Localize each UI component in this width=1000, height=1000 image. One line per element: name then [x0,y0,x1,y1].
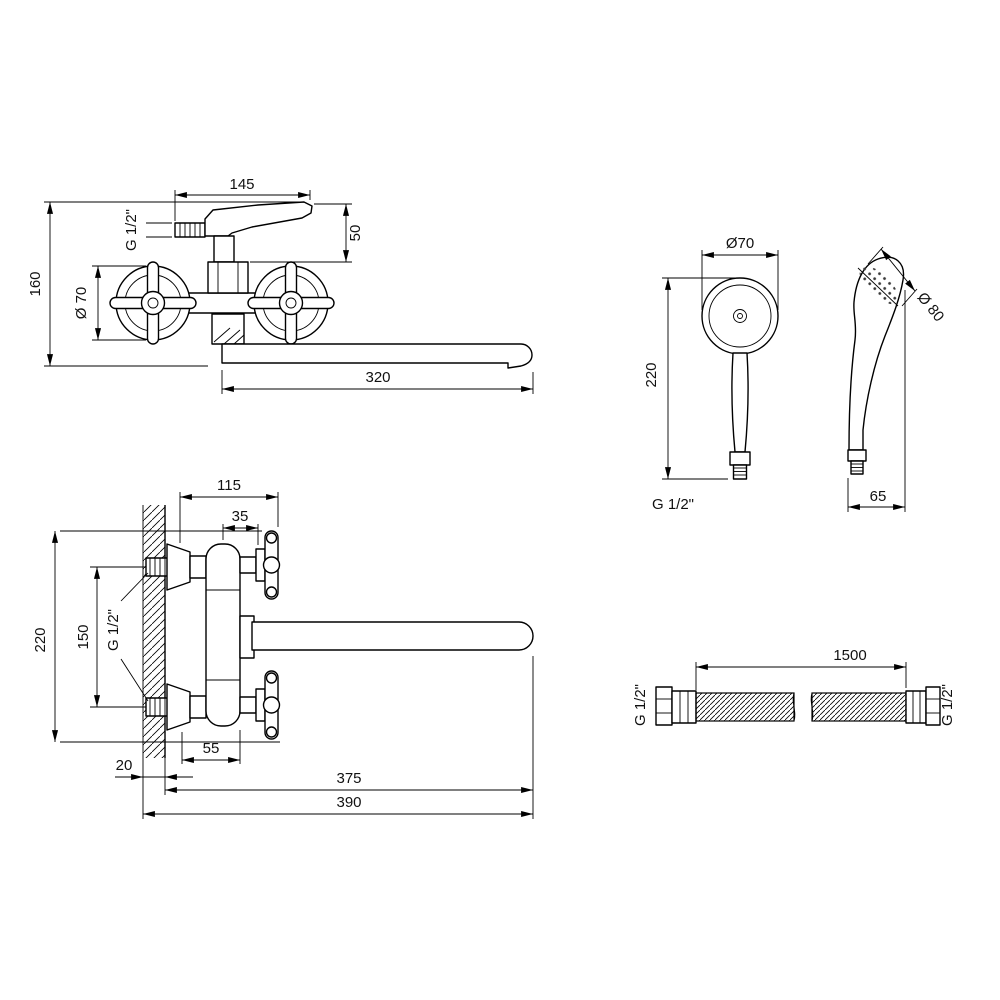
dim-label-1500: 1500 [833,647,866,664]
cross-handle-top-side [239,530,281,600]
dim-label-390: 390 [336,794,361,811]
dim-label-65: 65 [870,488,887,505]
mixer-body [207,261,249,294]
dim-label-20: 20 [116,757,133,774]
shower-wand [848,256,905,451]
handshower-side [847,256,905,475]
dim-hose-1500: 1500 [695,647,907,690]
dim-label-375: 375 [336,770,361,787]
cross-handle-left [109,261,197,345]
dim-label-d70-front: Ø 70 [73,287,90,320]
dim-label-g12-hose-right: G 1/2" [939,684,956,726]
dim-side-35: 35 [222,508,259,545]
spout-front [221,343,533,369]
spout-side [251,621,534,651]
escutcheon-bottom [166,683,191,731]
shower-neck [731,352,749,453]
dim-side-55: 55 [181,730,241,764]
faucet-side-view: 115 35 220 150 G 1/2" [32,477,534,819]
hose-segment-left [695,692,795,722]
dim-label-320: 320 [365,369,390,386]
wall-section [142,505,166,758]
handshower-view: Ø70 220 G 1/2" Ø 80 65 [643,235,947,513]
dim-side-150: 150 [75,566,146,708]
dim-shower-d70: Ø70 [701,235,779,310]
dim-side-375: 375 [165,656,534,819]
dim-front-d70: Ø 70 [73,265,146,341]
dim-label-150: 150 [75,624,92,649]
dim-label-g12-shower: G 1/2" [652,496,694,513]
dim-label-145: 145 [229,176,254,193]
escutcheon-top [166,543,191,591]
dim-label-g12-side: G 1/2" [105,609,122,651]
dim-side-220: 220 [32,530,280,743]
dim-side-390: 390 [143,794,533,818]
faucet-front-view: 145 G 1/2" 50 160 Ø 70 [27,176,534,394]
dim-label-d80: Ø 80 [914,289,948,325]
hose-fitting-right [905,686,941,726]
cross-handle-right [247,261,335,345]
dim-label-220-shower: 220 [643,362,660,387]
hose-view: 1500 G 1/2" G 1/2" [632,647,956,726]
dim-label-115: 115 [217,477,241,494]
dim-front-g12: G 1/2" [123,209,172,251]
dim-label-35: 35 [232,508,249,525]
dim-front-145: 145 [174,176,311,221]
dim-side-g12: G 1/2" [105,572,149,702]
hose-fitting-left [655,686,697,726]
dim-label-g12-front: G 1/2" [123,209,140,251]
dim-label-50: 50 [347,225,364,242]
dim-side-20: 20 [115,757,193,819]
cross-handle-bottom-side [239,670,281,740]
dim-label-220-side: 220 [32,627,49,652]
dim-label-160: 160 [27,271,44,296]
lever-handle [204,201,313,237]
dim-front-320: 320 [221,369,534,394]
valve-body-side [205,543,241,727]
dim-front-160: 160 [27,201,300,367]
hose-segment-right [811,692,907,722]
handshower-front [701,277,779,480]
dim-label-d70-shower: Ø70 [726,235,754,252]
dim-shower-220: 220 [643,277,735,480]
dim-label-g12-hose-left: G 1/2" [632,684,649,726]
dim-front-50: 50 [250,203,364,263]
dim-label-55: 55 [203,740,220,757]
dim-shower-65: 65 [847,290,906,512]
dim-side-115: 115 [179,477,279,543]
